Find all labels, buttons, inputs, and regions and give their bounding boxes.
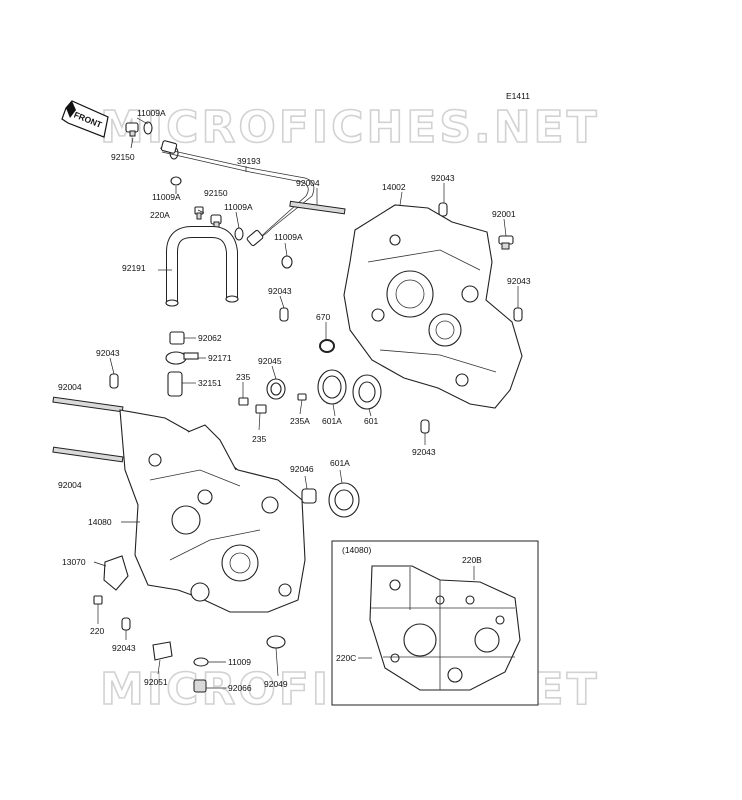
label-92046: 92046 (290, 464, 314, 474)
label-92062: 92062 (198, 333, 222, 343)
label-92150-left: 92150 (111, 152, 135, 162)
label-13070: 13070 (62, 557, 86, 567)
crankcase-left (119, 409, 306, 613)
label-601a-bottom: 601A (330, 458, 350, 468)
small-parts (93, 202, 523, 693)
breather-hose (165, 226, 239, 307)
label-92001: 92001 (492, 209, 516, 219)
label-92150-mid: 92150 (204, 188, 228, 198)
leader-lines (93, 117, 519, 689)
label-601a-top: 601A (322, 416, 342, 426)
label-11009: 11009 (228, 657, 251, 667)
diagram-code: E1411 (506, 91, 530, 101)
label-11009a-right: 11009A (224, 202, 253, 212)
crankcase-right (343, 204, 523, 409)
label-92004-left-low: 92004 (58, 480, 82, 490)
label-32151: 32151 (198, 378, 222, 388)
front-arrow-icon: FRONT (61, 100, 109, 138)
label-92004-top: 92004 (296, 178, 320, 188)
label-220c: 220C (336, 653, 356, 663)
label-92049: 92049 (264, 679, 288, 689)
oil-pipe-assembly (125, 121, 315, 269)
label-39193: 39193 (237, 156, 261, 166)
label-92043-left: 92043 (96, 348, 120, 358)
label-220: 220 (90, 626, 104, 636)
label-220b: 220B (462, 555, 482, 565)
label-235a: 235A (290, 416, 310, 426)
label-92191: 92191 (122, 263, 146, 273)
inset-box: (14080) (331, 540, 539, 706)
label-92043-right: 92043 (507, 276, 531, 286)
label-11009a-top: 11009A (137, 108, 166, 118)
label-92051: 92051 (144, 677, 168, 687)
label-92043-bottom-left: 92043 (112, 643, 136, 653)
label-670: 670 (316, 312, 330, 322)
label-11009a-mid: 11009A (152, 192, 181, 202)
label-220a: 220A (150, 210, 170, 220)
part-labels: 11009A 92150 39193 11009A 92150 220A 110… (58, 108, 531, 693)
label-14002: 14002 (382, 182, 406, 192)
label-92045: 92045 (258, 356, 282, 366)
label-92043-bottom-right: 92043 (412, 447, 436, 457)
label-92043-mid: 92043 (268, 286, 292, 296)
label-92171: 92171 (208, 353, 232, 363)
label-92004-left: 92004 (58, 382, 82, 392)
label-601: 601 (364, 416, 378, 426)
label-11009a-low: 11009A (274, 232, 303, 242)
studs (52, 200, 346, 463)
label-235-top: 235 (236, 372, 250, 382)
label-14080: 14080 (88, 517, 112, 527)
watermark-top: MICROFICHES.NET (100, 102, 600, 153)
label-92066: 92066 (228, 683, 252, 693)
label-235-bottom: 235 (252, 434, 266, 444)
label-92043-top: 92043 (431, 173, 455, 183)
inset-title: (14080) (342, 545, 371, 555)
